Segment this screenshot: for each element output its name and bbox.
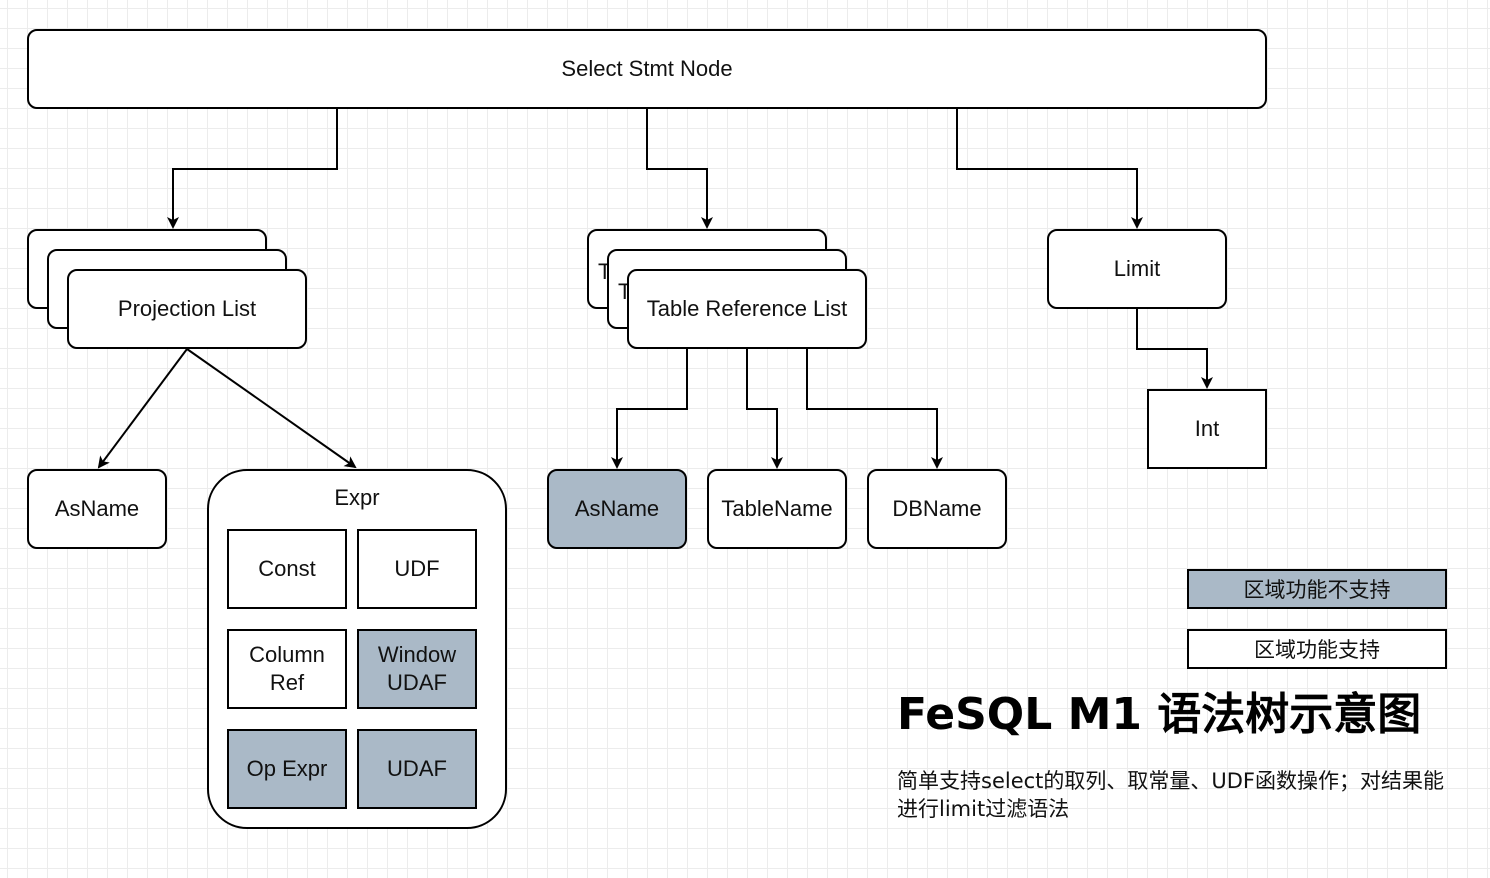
edge-tableref-to-dbname <box>806 349 943 469</box>
edge-select-to-tableref <box>646 109 713 229</box>
const-node[interactable]: Const <box>227 529 347 609</box>
edge-tableref-to-tablename <box>746 349 783 469</box>
edge-limit-to-int <box>1136 309 1213 389</box>
udaf-node[interactable]: UDAF <box>357 729 477 809</box>
edge-select-to-projection <box>167 109 338 229</box>
limit-node[interactable]: Limit <box>1047 229 1227 309</box>
udf-node[interactable]: UDF <box>357 529 477 609</box>
edge-projection-to-expr <box>186 348 357 469</box>
legend-unsupported: 区域功能不支持 <box>1187 569 1447 609</box>
edge-tableref-to-asname <box>611 349 688 469</box>
op-expr-node[interactable]: Op Expr <box>227 729 347 809</box>
select-stmt-node[interactable]: Select Stmt Node <box>27 29 1267 109</box>
edge-projection-to-asname <box>97 348 188 469</box>
table-reference-list-node[interactable]: Table Reference List <box>627 269 867 349</box>
edge-select-to-limit <box>956 109 1143 229</box>
expr-label: Expr <box>334 485 380 510</box>
diagram-description: 简单支持select的取列、取常量、UDF函数操作；对结果能进行limit过滤语… <box>897 769 1445 821</box>
column-ref-node[interactable]: Column Ref <box>227 629 347 709</box>
projection-list-node[interactable]: Projection List <box>67 269 307 349</box>
diagram-title: FeSQL M1 语法树示意图 <box>897 689 1422 740</box>
table-asname-node[interactable]: AsName <box>547 469 687 549</box>
window-udaf-node[interactable]: Window UDAF <box>357 629 477 709</box>
table-name-node[interactable]: TableName <box>707 469 847 549</box>
projection-asname-node[interactable]: AsName <box>27 469 167 549</box>
legend-supported: 区域功能支持 <box>1187 629 1447 669</box>
db-name-node[interactable]: DBName <box>867 469 1007 549</box>
int-node[interactable]: Int <box>1147 389 1267 469</box>
